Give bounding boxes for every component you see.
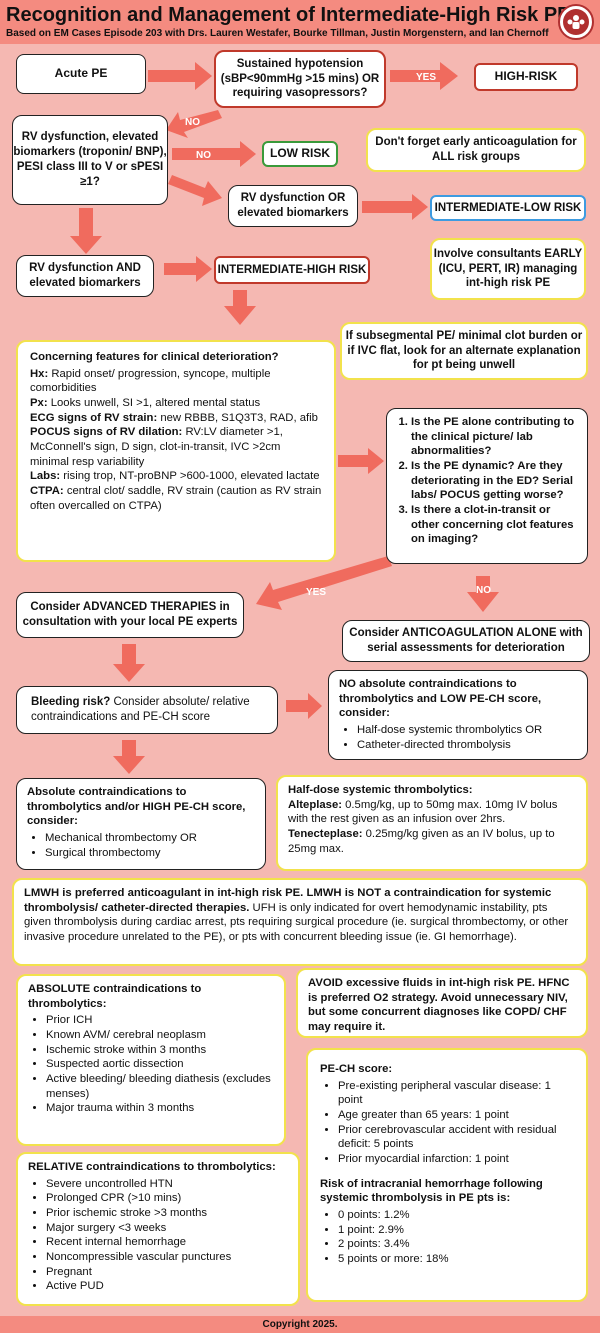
concerning-item: POCUS signs of RV dilation: RV:LV diamet… (30, 426, 283, 468)
footer-copyright: Copyright 2025. (0, 1316, 600, 1333)
node-bleeding-risk: Bleeding risk? Consider absolute/ relati… (16, 686, 278, 734)
list-item: Prior ICH (46, 1013, 274, 1028)
pech-list: Pre-existing peripheral vascular disease… (320, 1079, 574, 1167)
arrow-label-no-2: NO (196, 150, 211, 161)
page-title: Recognition and Management of Intermedia… (6, 4, 571, 26)
no-contra-list: Half-dose systemic thrombolytics ORCathe… (339, 723, 577, 752)
box-fluids: AVOID excessive fluids in int-high risk … (296, 968, 588, 1038)
absolute-list: Prior ICHKnown AVM/ cerebral neoplasmIsc… (28, 1013, 274, 1116)
list-item: 2 points: 3.4% (338, 1237, 574, 1252)
concerning-item: Px: Looks unwell, SI >1, altered mental … (30, 397, 261, 410)
list-item: Ischemic stroke within 3 months (46, 1043, 274, 1058)
list-item: Surgical thrombectomy (45, 846, 255, 861)
question-item: Is there a clot-in-transit or other conc… (411, 503, 579, 547)
logo-icon (558, 4, 594, 40)
page-subtitle: Based on EM Cases Episode 203 with Drs. … (6, 28, 549, 39)
concerning-list: Hx: Rapid onset/ progression, syncope, m… (30, 367, 322, 514)
list-item: 5 points or more: 18% (338, 1252, 574, 1267)
list-item: Prior ischemic stroke >3 months (46, 1206, 288, 1221)
list-item: Prior myocardial infarction: 1 point (338, 1152, 574, 1167)
list-item: Noncompressible vascular punctures (46, 1250, 288, 1265)
list-item: Catheter-directed thrombolysis (357, 738, 577, 753)
list-item: Pre-existing peripheral vascular disease… (338, 1079, 574, 1108)
box-concerning-features: Concerning features for clinical deterio… (16, 340, 336, 562)
arrow-label-yes-1: YES (416, 72, 436, 83)
question-item: Is the PE alone contributing to the clin… (411, 415, 579, 459)
note-subsegmental: If subsegmental PE/ minimal clot burden … (340, 322, 588, 380)
box-relative-contraindications: RELATIVE contraindications to thrombolyt… (16, 1152, 300, 1306)
list-item: 0 points: 1.2% (338, 1208, 574, 1223)
list-item: 1 point: 2.9% (338, 1223, 574, 1238)
node-rv-or-biomarkers: RV dysfunction OR elevated biomarkers (228, 185, 358, 227)
concerning-item: Labs: rising trop, NT-proBNP >600-1000, … (30, 470, 320, 483)
list-item: Severe uncontrolled HTN (46, 1177, 288, 1192)
concerning-item: CTPA: central clot/ saddle, RV strain (c… (30, 485, 322, 512)
list-item: Recent internal hemorrhage (46, 1235, 288, 1250)
list-item: Prior cerebrovascular accident with resi… (338, 1123, 574, 1152)
list-item: Major surgery <3 weeks (46, 1221, 288, 1236)
node-low-risk: LOW RISK (262, 141, 338, 167)
node-high-risk: HIGH-RISK (474, 63, 578, 91)
box-pech-score: PE-CH score: Pre-existing peripheral vas… (306, 1048, 588, 1302)
note-early-anticoagulation: Don't forget early anticoagulation for A… (366, 128, 586, 172)
list-item: Mechanical thrombectomy OR (45, 831, 255, 846)
list-item: Major trauma within 3 months (46, 1101, 274, 1116)
node-anticoagulation-alone: Consider ANTICOAGULATION ALONE with seri… (342, 620, 590, 662)
node-rv-dysfunction-question: RV dysfunction, elevated biomarkers (tro… (12, 115, 168, 205)
list-item: Suspected aortic dissection (46, 1057, 274, 1072)
arrow-label-yes-2: YES (306, 587, 326, 598)
box-no-contraindications: NO absolute contraindications to thrombo… (328, 670, 588, 760)
relative-list: Severe uncontrolled HTNProlonged CPR (>1… (28, 1177, 288, 1294)
header-bar: Recognition and Management of Intermedia… (0, 0, 600, 44)
list-item: Prolonged CPR (>10 mins) (46, 1191, 288, 1206)
box-lmwh: LMWH is preferred anticoagulant in int-h… (12, 878, 588, 966)
list-item: Age greater than 65 years: 1 point (338, 1108, 574, 1123)
concerning-item: ECG signs of RV strain: new RBBB, S1Q3T3… (30, 411, 318, 424)
risk-list: 0 points: 1.2%1 point: 2.9%2 points: 3.4… (320, 1208, 574, 1267)
list-item: Half-dose systemic thrombolytics OR (357, 723, 577, 738)
node-intermediate-high-risk: INTERMEDIATE-HIGH RISK (214, 256, 370, 284)
list-item: Pregnant (46, 1265, 288, 1280)
note-involve-consultants: Involve consultants EARLY (ICU, PERT, IR… (430, 238, 586, 300)
box-half-dose-thrombolytics: Half-dose systemic thrombolytics: Altepl… (276, 775, 588, 871)
node-intermediate-low-risk: INTERMEDIATE-LOW RISK (430, 195, 586, 221)
arrow-label-no-1: NO (185, 117, 200, 128)
box-absolute-contraindications: ABSOLUTE contraindications to thrombolyt… (16, 974, 286, 1146)
node-advanced-therapies: Consider ADVANCED THERAPIES in consultat… (16, 592, 244, 638)
node-hypotension: Sustained hypotension (sBP<90mmHg >15 mi… (214, 50, 386, 108)
list-item: Active PUD (46, 1279, 288, 1294)
abs-high-list: Mechanical thrombectomy ORSurgical throm… (27, 831, 255, 860)
node-rv-and-biomarkers: RV dysfunction AND elevated biomarkers (16, 255, 154, 297)
list-item: Active bleeding/ bleeding diathesis (exc… (46, 1072, 274, 1101)
node-acute-pe: Acute PE (16, 54, 146, 94)
concerning-title: Concerning features for clinical deterio… (30, 351, 279, 363)
concerning-item: Hx: Rapid onset/ progression, syncope, m… (30, 367, 271, 395)
questions-list: Is the PE alone contributing to the clin… (391, 415, 579, 547)
question-item: Is the PE dynamic? Are they deterioratin… (411, 459, 579, 503)
arrow-label-no-3: NO (476, 585, 491, 596)
list-item: Known AVM/ cerebral neoplasm (46, 1028, 274, 1043)
box-key-questions: Is the PE alone contributing to the clin… (386, 408, 588, 564)
box-absolute-high-pech: Absolute contraindications to thrombolyt… (16, 778, 266, 870)
